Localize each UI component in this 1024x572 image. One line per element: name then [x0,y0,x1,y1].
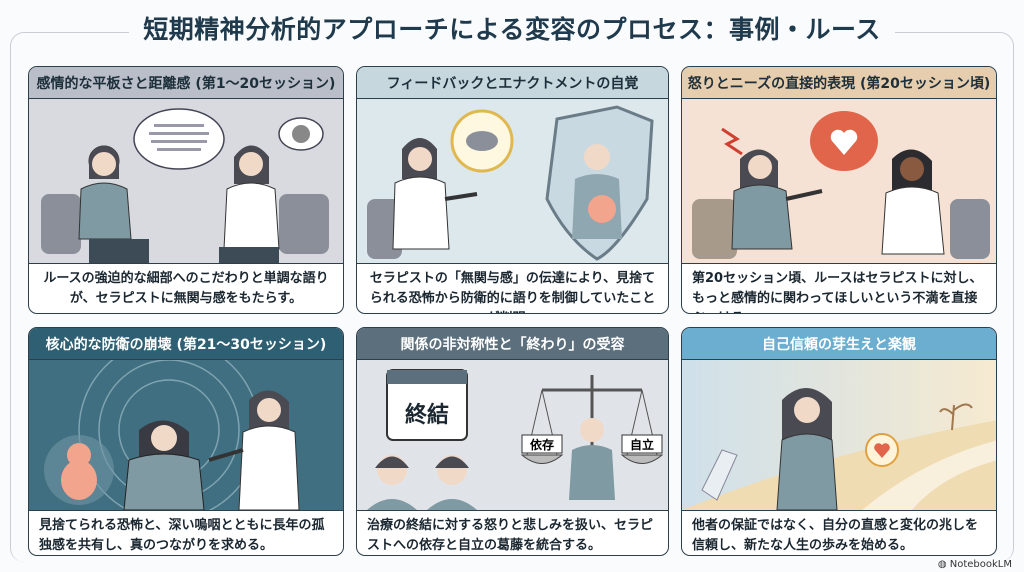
panel-4-illustration [29,360,343,510]
notebooklm-watermark: ◍ NotebookLM [937,559,1012,570]
panel-1: 感情的な平板さと距離感 (第1〜20セッション) ルースの強迫的な細部へのこだわ… [28,66,344,314]
scale-right-label: 自立 [630,437,654,452]
shield-illustration [367,105,654,261]
panel-6: 自己信頼の芽生えと楽観 他者の保証ではなく、自分の直感と変化の兆しを信頼し、新た… [681,327,997,556]
panel-4-header: 核心的な防衛の崩壊 (第21〜30セッション) [29,328,343,360]
panel-5: 関係の非対称性と「終わり」の受容 終結 依存 自立 治療の終結に対する怒りと悲し… [356,327,669,556]
panel-4: 核心的な防衛の崩壊 (第21〜30セッション) 見捨てられる恐怖と、深い嗚咽とと… [28,327,344,556]
watermark-text: NotebookLM [949,559,1012,570]
panel-3-caption: 第20セッション頃、ルースはセラピストに対し、もっと感情的に関わってほしいという… [682,263,996,313]
panel-2-illustration [357,99,668,263]
calendar-label: 終結 [405,402,449,428]
panel-3-illustration [682,99,996,263]
panel-6-illustration [682,360,996,510]
scale-illustration: 終結 依存 自立 [367,369,664,510]
panel-2-header: フィードバックとエナクトメントの自覚 [357,67,668,99]
defense-collapse-illustration [44,360,300,510]
self-trust-illustration [682,387,996,510]
panel-5-header: 関係の非対称性と「終わり」の受容 [357,328,668,360]
panel-5-illustration: 終結 依存 自立 [357,360,668,510]
therapy-session-illustration [41,108,329,263]
panel-3-header: 怒りとニーズの直接的表現 (第20セッション頃) [682,67,996,99]
panel-6-header: 自己信頼の芽生えと楽観 [682,328,996,360]
panel-1-header: 感情的な平板さと距離感 (第1〜20セッション) [29,67,343,99]
page-title-text: 短期精神分析的アプローチによる変容のプロセス：事例・ルース [129,15,895,44]
page-title: 短期精神分析的アプローチによる変容のプロセス：事例・ルース [0,10,1024,46]
panel-3: 怒りとニーズの直接的表現 (第20セッション頃) 第20セッション頃、ルースはセ… [681,66,997,314]
panel-1-illustration [29,99,343,263]
anger-expression-illustration [692,111,990,259]
panel-5-caption: 治療の終結に対する怒りと悲しみを扱い、セラピストへの依存と自立の葛藤を統合する。 [357,510,668,555]
panel-4-caption: 見捨てられる恐怖と、深い嗚咽とともに長年の孤独感を共有し、真のつながりを求める。 [29,510,343,555]
panel-2-caption: セラピストの「無関与感」の伝達により、見捨てられる恐怖から防衛的に語りを制御して… [357,263,668,313]
panel-2: フィードバックとエナクトメントの自覚 セラピストの「無関与感」の伝達により、見捨… [356,66,669,314]
scale-left-label: 依存 [530,437,554,452]
panel-1-caption: ルースの強迫的な細部へのこだわりと単調な語りが、セラピストに無関与感をもたらす。 [29,263,343,313]
panel-6-caption: 他者の保証ではなく、自分の直感と変化の兆しを信頼し、新たな人生の歩みを始める。 [682,510,996,555]
